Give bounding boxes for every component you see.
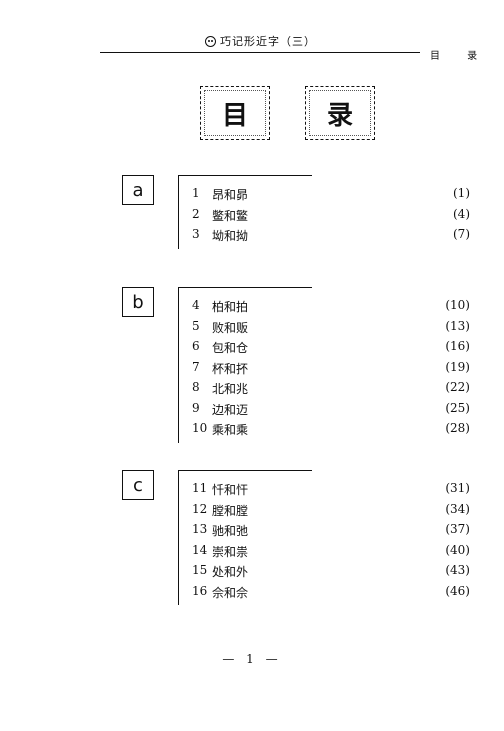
section-frame <box>178 175 312 249</box>
entry-title: 忏和忓 <box>212 483 249 497</box>
entry-page-number: (25) <box>445 400 470 415</box>
entry-title: 乘和乘 <box>212 423 249 437</box>
section-letter-c: c <box>122 470 154 500</box>
section-frame <box>178 470 312 605</box>
toc-entry[interactable]: 11 忏和忓 (31) <box>192 481 470 501</box>
book-title: 巧记形近字（三） <box>205 33 316 49</box>
entry-title: 鳖和鳘 <box>212 208 249 223</box>
smiley-face-icon <box>205 35 216 47</box>
entry-page-number: (1) <box>453 186 470 200</box>
toc-entry[interactable]: 15 处和外 (43) <box>192 563 470 583</box>
toc-entry[interactable]: 1 昂和昴 (1) <box>192 186 470 206</box>
header-rule <box>100 52 420 53</box>
entry-number: 8 <box>192 380 200 394</box>
entry-title: 驰和弛 <box>212 524 249 538</box>
entry-title: 边和迈 <box>212 402 249 417</box>
entry-number: 3 <box>192 227 200 241</box>
toc-entry[interactable]: 6 包和仓 (16) <box>192 339 470 359</box>
toc-entry[interactable]: 9 边和迈 (25) <box>192 401 470 421</box>
entry-title: 膛和膛 <box>212 503 249 518</box>
toc-entry[interactable]: 2 鳖和鳘 (4) <box>192 207 470 227</box>
toc-entry[interactable]: 12 膛和膛 (34) <box>192 502 470 522</box>
section-letter-a: a <box>122 175 154 205</box>
toc-entry[interactable]: 7 杯和抔 (19) <box>192 360 470 380</box>
toc-title-char-1: 目 <box>200 86 270 140</box>
entry-page-number: (13) <box>445 318 470 333</box>
page-number: — 1 — <box>222 652 282 666</box>
entry-page-number: (7) <box>453 227 470 241</box>
entry-page-number: (43) <box>445 563 470 577</box>
page-header: 巧记形近字（三） 目 录 <box>0 33 504 62</box>
entry-number: 11 <box>192 481 208 495</box>
entry-page-number: (19) <box>445 359 470 374</box>
entry-number: 4 <box>192 298 200 312</box>
entry-title: 处和外 <box>212 565 249 579</box>
entry-title: 包和仓 <box>212 341 249 355</box>
header-section-label: 目 录 <box>430 51 490 62</box>
entry-page-number: (28) <box>445 421 470 435</box>
entry-title: 败和贩 <box>212 320 249 335</box>
entry-number: 7 <box>192 359 200 374</box>
entry-number: 6 <box>192 339 200 353</box>
entry-title: 北和兆 <box>212 382 249 396</box>
entry-page-number: (37) <box>445 522 470 536</box>
entry-page-number: (31) <box>445 481 470 495</box>
entry-number: 12 <box>192 501 208 516</box>
entry-number: 9 <box>192 400 200 415</box>
toc-entry[interactable]: 8 北和兆 (22) <box>192 380 470 400</box>
entry-page-number: (10) <box>445 298 470 312</box>
entry-number: 10 <box>192 421 208 435</box>
entry-title: 坳和拗 <box>212 229 249 243</box>
entry-number: 15 <box>192 563 208 577</box>
section-letter-b: b <box>122 287 154 317</box>
entry-title: 柏和拍 <box>212 300 249 314</box>
toc-entry[interactable]: 5 败和贩 (13) <box>192 319 470 339</box>
toc-entry[interactable]: 14 崇和祟 (40) <box>192 543 470 563</box>
entry-page-number: (34) <box>445 501 470 516</box>
toc-entry[interactable]: 4 柏和拍 (10) <box>192 298 470 318</box>
toc-title-char-2: 录 <box>305 86 375 140</box>
entry-number: 14 <box>192 542 208 557</box>
book-title-text: 巧记形近字（三） <box>220 35 316 48</box>
entry-title: 佘和佘 <box>212 585 249 600</box>
entry-number: 2 <box>192 206 200 221</box>
entry-number: 5 <box>192 318 200 333</box>
entry-page-number: (16) <box>445 339 470 353</box>
entry-page-number: (40) <box>445 542 470 557</box>
toc-entry[interactable]: 10 乘和乘 (28) <box>192 421 470 441</box>
toc-entry[interactable]: 3 坳和拗 (7) <box>192 227 470 247</box>
toc-entry[interactable]: 13 驰和弛 (37) <box>192 522 470 542</box>
entry-page-number: (4) <box>453 206 470 221</box>
entry-title: 昂和昴 <box>212 188 249 202</box>
entry-title: 崇和祟 <box>212 544 249 559</box>
section-frame <box>178 287 312 443</box>
entry-page-number: (22) <box>445 380 470 394</box>
entry-title: 杯和抔 <box>212 361 249 376</box>
toc-entry[interactable]: 16 佘和佘 (46) <box>192 584 470 604</box>
entry-number: 1 <box>192 186 200 200</box>
entry-number: 13 <box>192 522 208 536</box>
entry-number: 16 <box>192 583 208 598</box>
entry-page-number: (46) <box>445 583 470 598</box>
